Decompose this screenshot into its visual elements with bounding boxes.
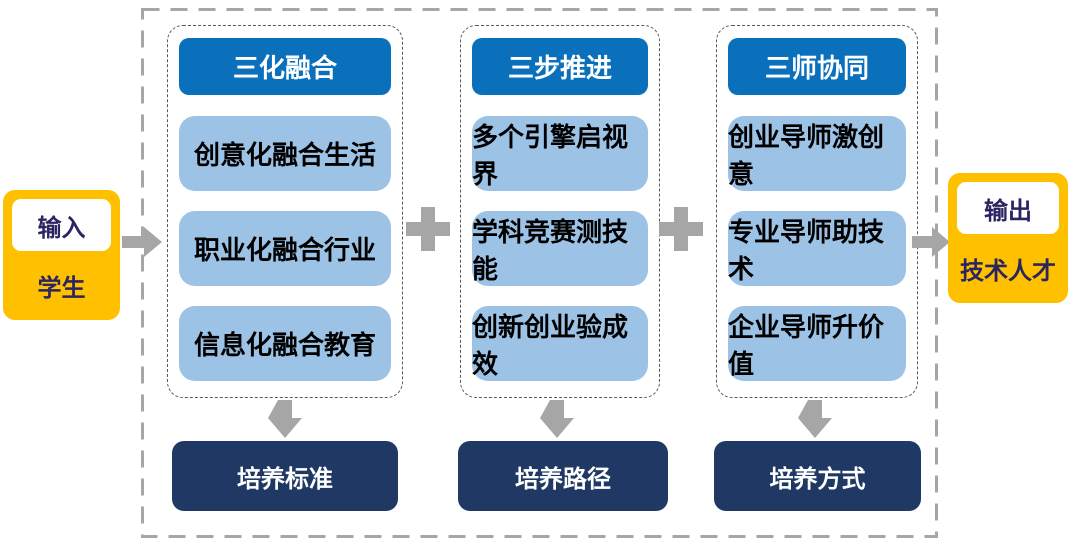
column-2-item: 多个引擎启视界 <box>472 116 648 191</box>
input-label: 输入 <box>12 199 111 251</box>
input-box: 输入 学生 <box>3 190 120 320</box>
plus-icon <box>406 207 450 251</box>
column-1-item: 信息化融合教育 <box>179 306 391 381</box>
column-2: 三步推进 多个引擎启视界 学科竞赛测技能 创新创业验成效 <box>460 25 660 398</box>
output-box: 输出 技术人才 <box>948 173 1068 303</box>
arrow-right-icon <box>912 227 950 257</box>
output-value: 技术人才 <box>960 258 1056 285</box>
plus-icon <box>659 207 703 251</box>
column-3-header: 三师协同 <box>728 38 906 95</box>
result-box-3: 培养方式 <box>714 441 921 511</box>
column-1-item: 职业化融合行业 <box>179 211 391 286</box>
result-box-1: 培养标准 <box>172 441 398 511</box>
column-2-item: 学科竞赛测技能 <box>472 211 648 286</box>
output-label: 输出 <box>957 182 1059 234</box>
result-box-2: 培养路径 <box>458 441 668 511</box>
column-3-item: 企业导师升价值 <box>728 306 906 381</box>
column-1-item: 创意化融合生活 <box>179 116 391 191</box>
column-1-header: 三化融合 <box>179 38 391 95</box>
column-1: 三化融合 创意化融合生活 职业化融合行业 信息化融合教育 <box>167 25 403 398</box>
arrow-down-icon <box>540 400 574 438</box>
input-value: 学生 <box>37 275 86 302</box>
outer-dashed-frame <box>141 8 938 538</box>
column-3-item: 创业导师激创意 <box>728 116 906 191</box>
column-2-item: 创新创业验成效 <box>472 306 648 381</box>
arrow-down-icon <box>798 400 832 438</box>
column-3-item: 专业导师助技术 <box>728 211 906 286</box>
column-2-header: 三步推进 <box>472 38 648 95</box>
column-3: 三师协同 创业导师激创意 专业导师助技术 企业导师升价值 <box>716 25 918 398</box>
arrow-down-icon <box>268 400 302 438</box>
arrow-right-icon <box>122 227 162 257</box>
